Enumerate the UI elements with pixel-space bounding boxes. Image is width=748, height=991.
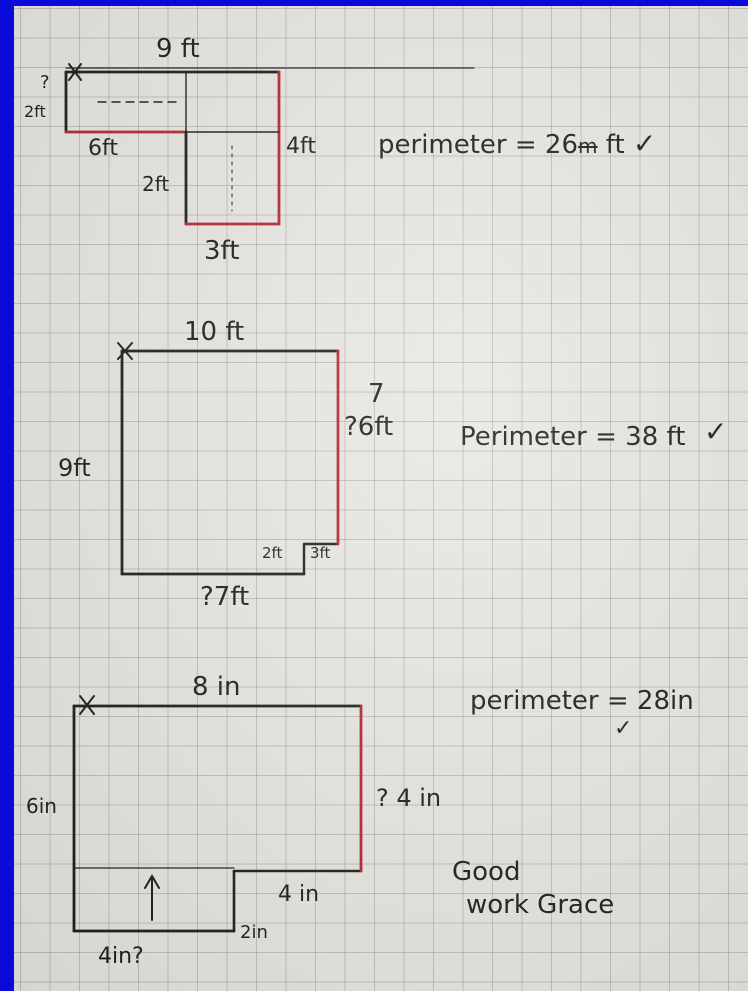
fig1-left-label: 2ft <box>24 102 46 121</box>
fig1-start-x-mark <box>68 63 82 81</box>
fig3-step-side-label: 2in <box>240 922 268 943</box>
fig2-bottom-label: ?7ft <box>200 582 250 612</box>
graph-paper: 9 ft ? 2ft 6ft 2ft 4ft 3ft perimeter = 2… <box>14 6 748 991</box>
fig1-question-mark: ? <box>40 72 50 93</box>
fig1-perimeter-unit: ft <box>605 130 625 160</box>
figure-2-shape <box>117 342 340 576</box>
fig2-left-label: 9ft <box>58 454 91 482</box>
fig3-perimeter: perimeter = 28in <box>470 686 694 716</box>
fig1-top-label: 9 ft <box>156 34 200 64</box>
teacher-comment: Good work Grace <box>426 856 614 921</box>
fig2-right-correction: 7 <box>368 379 385 409</box>
figure-1-shape <box>64 63 475 226</box>
comment-line-2: work Grace <box>466 889 615 920</box>
fig3-step-top-label: 4 in <box>278 882 320 907</box>
fig3-left-label: 6in <box>26 794 57 818</box>
fig2-step-b-label: 3ft <box>310 544 331 562</box>
fig3-check-icon: ✓ <box>614 716 633 741</box>
fig1-bottom-left-label: 6ft <box>88 136 118 161</box>
fig1-perimeter-struck: m <box>578 134 598 158</box>
fig1-perimeter: perimeter = 26m ft ✓ <box>378 127 657 160</box>
fig2-check-icon: ✓ <box>704 415 728 448</box>
fig3-right-label: ? 4 in <box>376 784 442 812</box>
fig2-perimeter: Perimeter = 38 ft <box>460 422 686 452</box>
fig1-check-icon: ✓ <box>632 127 657 160</box>
fig3-up-arrow <box>144 874 160 921</box>
fig2-right-label: ?6ft <box>344 412 394 442</box>
fig1-bottom-label: 3ft <box>204 236 240 266</box>
fig3-top-label: 8 in <box>192 672 241 702</box>
fig1-right-label: 4ft <box>286 134 316 159</box>
fig3-bottom-label: 4in? <box>98 944 144 969</box>
figure-3-shape <box>72 695 363 933</box>
drawing-canvas <box>64 63 475 933</box>
comment-line-1: Good <box>452 857 521 887</box>
fig1-inner-label: 2ft <box>142 172 170 196</box>
fig3-start-x-mark <box>79 695 95 715</box>
fig1-perimeter-text: perimeter = 26 <box>378 130 579 160</box>
fig2-step-a-label: 2ft <box>262 544 283 562</box>
fig2-start-x-mark <box>117 342 133 360</box>
fig2-top-label: 10 ft <box>184 317 245 347</box>
